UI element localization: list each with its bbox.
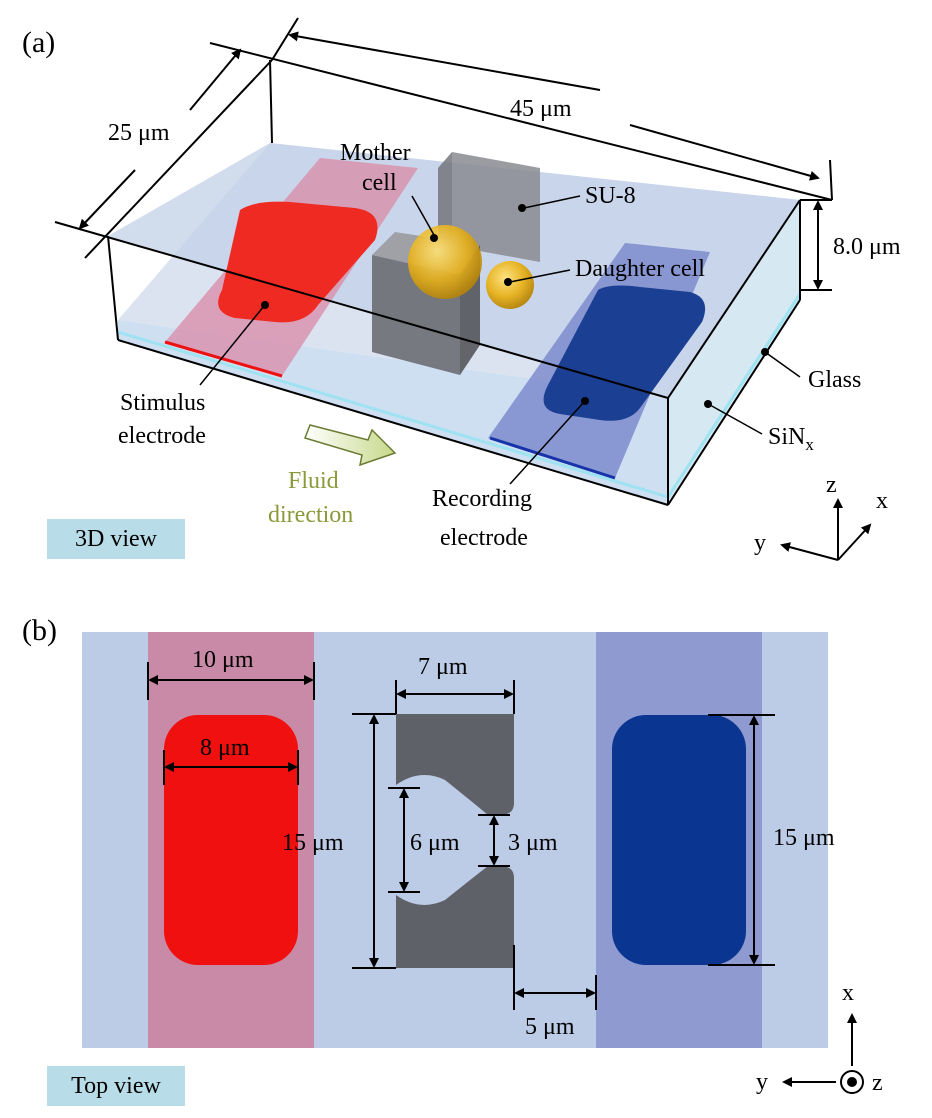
axis-top-x: x [842,980,854,1006]
dim-45-arrow-right [629,124,820,181]
channel-outline [54,42,833,506]
su8-leader [523,195,581,209]
sinx-leader [709,404,763,435]
fluid-label-1: Fluid [288,468,339,494]
panel-a-label: (a) [22,26,55,59]
glass-leader [764,351,801,378]
recording-leader [509,401,585,485]
axis-3d-y: y [754,530,766,556]
su8-lower-block [396,866,514,968]
axis-3d-x: x [876,488,888,514]
sinx-layer-edge [117,330,669,499]
recording-label-2: electrode [440,525,528,551]
dim-stim-pad-label: 8 μm [200,735,250,761]
sinx-layer-side-edge [666,293,802,498]
recording-electrode-3d [543,285,706,421]
su8-dot [518,204,526,212]
stimulus-leader [199,305,265,386]
panel-b-label: (b) [22,614,57,647]
dim-45-label: 45 μm [510,96,572,122]
axis-3d-z: z [826,472,837,498]
stimulus-electrode-3d [218,201,378,323]
stimulus-label-2: electrode [118,423,206,449]
dim-trap-length-label: 15 μm [282,830,344,856]
axis-top-y: y [756,1069,768,1095]
fluid-direction-arrow [304,424,397,467]
su8-back-block [452,152,540,262]
sinx-dot [704,400,712,408]
dim-stim-strip-label: 10 μm [192,647,254,673]
mother-cell-dot [430,234,438,242]
su8-label: SU-8 [585,183,636,209]
recording-label-1: Recording [432,486,532,512]
badge-top-view: Top view [47,1066,185,1106]
dim-25-label: 25 μm [108,120,170,146]
su8-upper-block [396,714,514,815]
glass-label: Glass [808,367,861,393]
dim-8-label: 8.0 μm [833,234,901,260]
dim-45-arrow-left [288,31,601,91]
daughter-cell-leader [509,269,571,283]
sinx-label: SiNx [768,424,814,454]
dim-25-arrow-bottom [78,169,136,230]
mother-cell-label-1: Mother [340,140,411,166]
dim-45-tick-right [829,159,833,201]
dim-spacing-label: 5 μm [525,1014,575,1040]
mother-cell [408,225,482,299]
panel-b-top-view: (b) [22,614,883,1096]
panel-a-3d-view: (a) [22,17,901,561]
recording-dot [581,397,589,405]
axes-top [782,1013,864,1094]
dim-trap-width-label: 7 μm [418,654,468,680]
glass-dot [761,348,769,356]
dim-rec-pad-label: 15 μm [773,825,835,851]
dim-daughter-gap-label: 3 μm [508,830,558,856]
stimulus-electrode [164,715,298,965]
recording-edge-line [489,436,616,480]
daughter-cell-label: Daughter cell [575,256,705,282]
stimulus-edge-line [164,340,283,378]
dim-25-arrow-top [189,48,242,111]
mother-cell-label-2: cell [362,170,397,196]
stimulus-label-1: Stimulus [120,390,205,416]
daughter-cell-dot [504,278,512,286]
badge-3d-view: 3D view [47,519,185,559]
fluid-label-2: direction [268,502,353,528]
stimulus-dot [261,301,269,309]
panel-b-dimensions [147,662,775,1010]
axis-top-z: z [872,1070,883,1096]
recording-electrode [612,715,746,965]
axes-3d [780,498,872,561]
slab-side-face [668,200,800,505]
dim-mother-gap-label: 6 μm [410,830,460,856]
mother-cell-leader [411,195,435,236]
dim-45-tick [271,17,299,61]
